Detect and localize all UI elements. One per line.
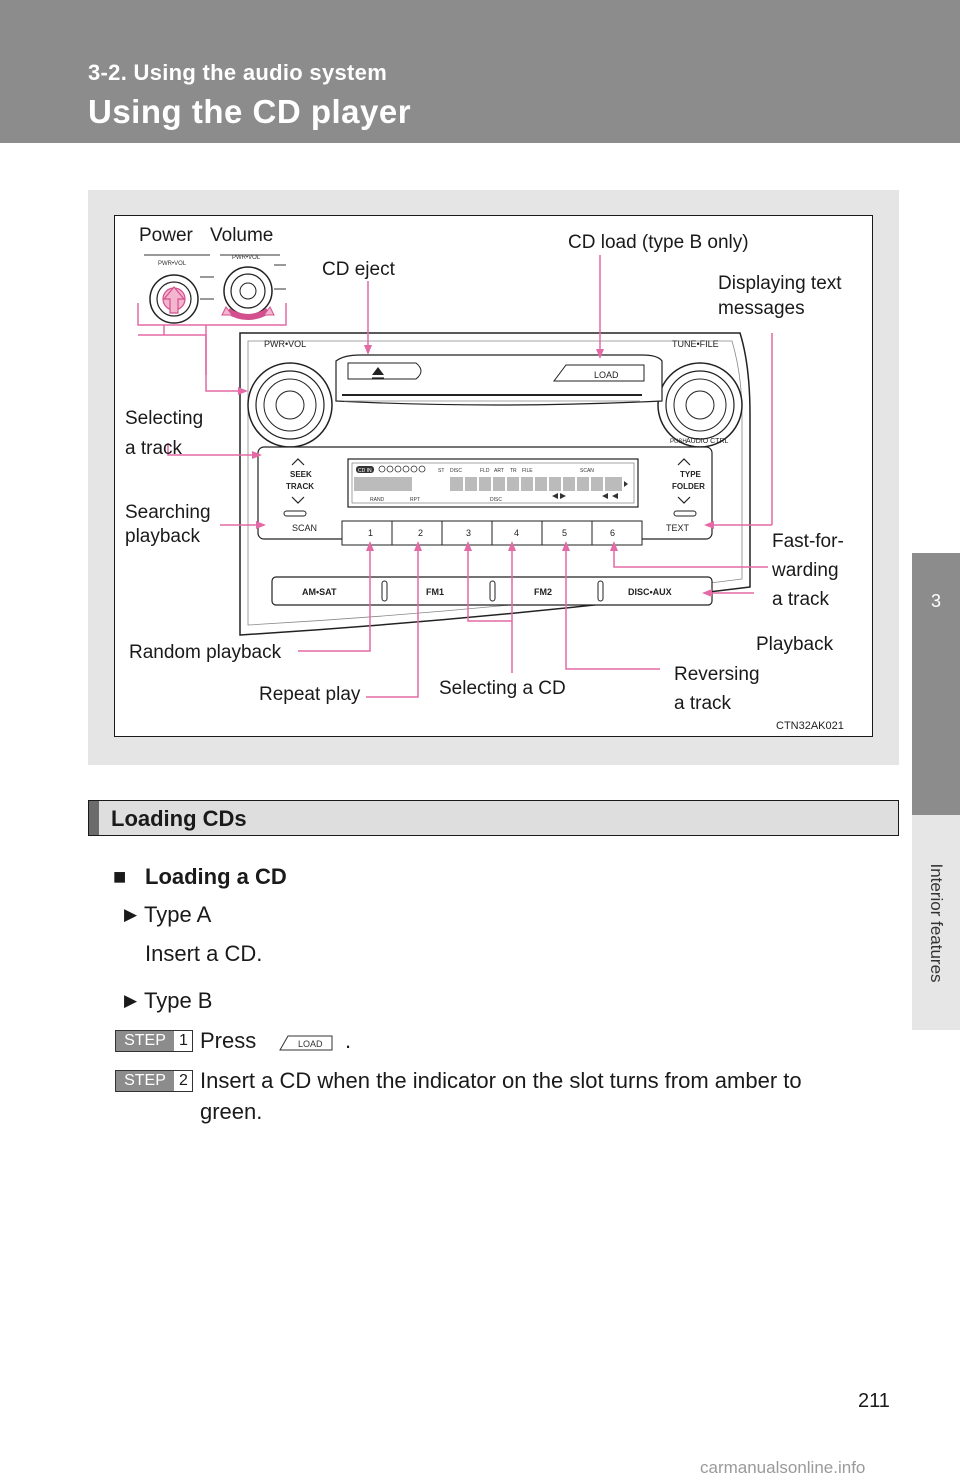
svg-text:AM•SAT: AM•SAT bbox=[302, 587, 337, 597]
svg-text:ART: ART bbox=[494, 468, 504, 474]
step-1-press: Press bbox=[200, 1028, 257, 1053]
page-number: 211 bbox=[858, 1390, 890, 1412]
type-a-text: Insert a CD. bbox=[145, 941, 263, 966]
footer-watermark: carmanualsonline.info bbox=[700, 1458, 866, 1477]
chapter-number: 3 bbox=[930, 591, 941, 611]
label-power: Power bbox=[139, 225, 193, 246]
label-fast-forward-line1: Fast-for- bbox=[772, 531, 844, 552]
svg-text:1: 1 bbox=[368, 528, 373, 538]
svg-text:PWR•VOL: PWR•VOL bbox=[264, 339, 306, 349]
svg-text:3: 3 bbox=[466, 528, 471, 538]
svg-text:TUNE•FILE: TUNE•FILE bbox=[672, 339, 719, 349]
svg-text:TEXT: TEXT bbox=[666, 523, 690, 533]
svg-text:RPT: RPT bbox=[410, 497, 420, 503]
svg-text:TYPE: TYPE bbox=[680, 470, 702, 479]
label-reversing-line1: Reversing bbox=[674, 664, 760, 685]
svg-text:DISC: DISC bbox=[450, 468, 462, 474]
step-word: STEP bbox=[116, 1071, 174, 1091]
section-heading: Loading CDs bbox=[88, 800, 899, 836]
label-selecting-cd: Selecting a CD bbox=[439, 678, 566, 699]
label-cd-load: CD load (type B only) bbox=[568, 232, 749, 253]
svg-text:LOAD: LOAD bbox=[594, 370, 619, 380]
label-reversing-line2: a track bbox=[674, 693, 732, 714]
volume-knob-inset: PWR•VOL bbox=[220, 254, 286, 320]
svg-text:ST: ST bbox=[438, 468, 444, 474]
svg-text:FILE: FILE bbox=[522, 468, 533, 474]
svg-text:TRACK: TRACK bbox=[286, 482, 314, 491]
svg-text:AUDIO CTRL: AUDIO CTRL bbox=[686, 438, 729, 445]
subheading-bullet: ■ bbox=[113, 864, 127, 889]
svg-text:SCAN: SCAN bbox=[292, 523, 317, 533]
chapter-label: Interior features bbox=[927, 862, 946, 983]
preset-buttons: 1 2 3 4 5 6 bbox=[341, 520, 643, 546]
step-number: 2 bbox=[179, 1072, 188, 1089]
label-fast-forward-line2: warding bbox=[772, 560, 839, 581]
svg-text:RAND: RAND bbox=[370, 497, 385, 503]
chapter-label-tab: Interior features bbox=[912, 815, 960, 1030]
step-word: STEP bbox=[116, 1031, 174, 1051]
label-repeat-play: Repeat play bbox=[259, 684, 361, 705]
svg-text:PWR•VOL: PWR•VOL bbox=[158, 261, 187, 267]
svg-text:5: 5 bbox=[562, 528, 567, 538]
svg-text:DISC•AUX: DISC•AUX bbox=[628, 587, 672, 597]
section-heading-text: Loading CDs bbox=[111, 806, 247, 831]
svg-text:FOLDER: FOLDER bbox=[672, 482, 705, 491]
svg-text:PUSH: PUSH bbox=[670, 439, 687, 445]
svg-text:SCAN: SCAN bbox=[580, 468, 594, 474]
svg-text:FM2: FM2 bbox=[534, 587, 552, 597]
svg-text:LOAD: LOAD bbox=[298, 1039, 323, 1049]
type-a-arrow-icon: ▶ bbox=[124, 905, 138, 924]
chapter-tab: 3 bbox=[912, 553, 960, 815]
step-1-period: . bbox=[345, 1028, 352, 1053]
step-1-badge: STEP 1 bbox=[115, 1030, 193, 1052]
figure-code: CTN32AK021 bbox=[776, 720, 844, 732]
type-b-label: Type B bbox=[144, 988, 213, 1013]
step-2-badge: STEP 2 bbox=[115, 1070, 193, 1092]
type-b-arrow-icon: ▶ bbox=[124, 991, 138, 1010]
page-header: 3-2. Using the audio system Using the CD… bbox=[0, 0, 960, 143]
load-button-icon: LOAD bbox=[279, 1035, 333, 1051]
label-search-play-line1: Searching bbox=[125, 502, 211, 523]
svg-text:PWR•VOL: PWR•VOL bbox=[232, 255, 261, 261]
svg-text:DISC: DISC bbox=[490, 497, 502, 503]
band-buttons: AM•SAT FM1 FM2 DISC•AUX bbox=[271, 576, 713, 606]
pwr-vol-knob: PWR•VOL bbox=[247, 339, 333, 448]
svg-text:CD IN: CD IN bbox=[358, 468, 372, 474]
tune-file-knob: TUNE•FILE PUSH AUDIO CTRL bbox=[657, 339, 743, 448]
svg-text:2: 2 bbox=[418, 528, 423, 538]
label-search-play-line2: playback bbox=[125, 526, 200, 547]
subheading: Loading a CD bbox=[145, 864, 287, 889]
label-random-playback: Random playback bbox=[129, 642, 282, 663]
label-display-text-line1: Displaying text bbox=[718, 273, 842, 294]
label-select-track-line2: a track bbox=[125, 438, 183, 459]
label-display-text-line2: messages bbox=[718, 298, 805, 319]
label-playback: Playback bbox=[756, 634, 834, 655]
svg-text:4: 4 bbox=[514, 528, 519, 538]
svg-text:FM1: FM1 bbox=[426, 587, 444, 597]
page-title: Using the CD player bbox=[88, 93, 412, 130]
svg-text:FLD: FLD bbox=[480, 468, 490, 474]
label-cd-eject: CD eject bbox=[322, 259, 395, 280]
step-2-text-line1: Insert a CD when the indicator on the sl… bbox=[200, 1068, 802, 1093]
step-2-text-line2: green. bbox=[200, 1099, 263, 1124]
label-select-track-line1: Selecting bbox=[125, 408, 204, 429]
svg-text:6: 6 bbox=[610, 528, 615, 538]
label-fast-forward-line3: a track bbox=[772, 589, 830, 610]
label-volume: Volume bbox=[210, 225, 274, 246]
type-a-label: Type A bbox=[144, 902, 212, 927]
eject-icon bbox=[372, 367, 384, 375]
power-knob-inset: PWR•VOL bbox=[144, 254, 214, 324]
step-number: 1 bbox=[179, 1032, 188, 1049]
svg-text:TR: TR bbox=[510, 468, 517, 474]
section-label: 3-2. Using the audio system bbox=[88, 60, 388, 85]
svg-text:SEEK: SEEK bbox=[290, 470, 312, 479]
heading-accent bbox=[89, 801, 99, 835]
cd-player-illustration: PWR•VOL PWR•VOL PWR•VOL TUNE•FILE bbox=[137, 254, 844, 732]
